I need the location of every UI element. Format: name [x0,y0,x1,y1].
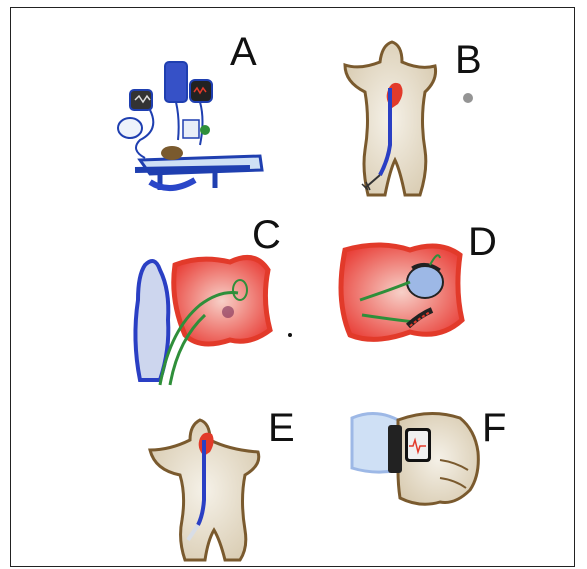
monitor-icon [130,90,152,110]
ecg-watch-icon [405,428,431,462]
panel-a-illustration [118,62,262,190]
panel-c-illustration [135,258,292,386]
device-icon [407,266,443,298]
panel-e-illustration [150,420,259,560]
panel-b-illustration [345,42,473,195]
monitor-icon [165,62,187,102]
panel-d-illustration [341,245,462,339]
panel-f-illustration [352,413,478,504]
monitor-icon [190,80,212,102]
